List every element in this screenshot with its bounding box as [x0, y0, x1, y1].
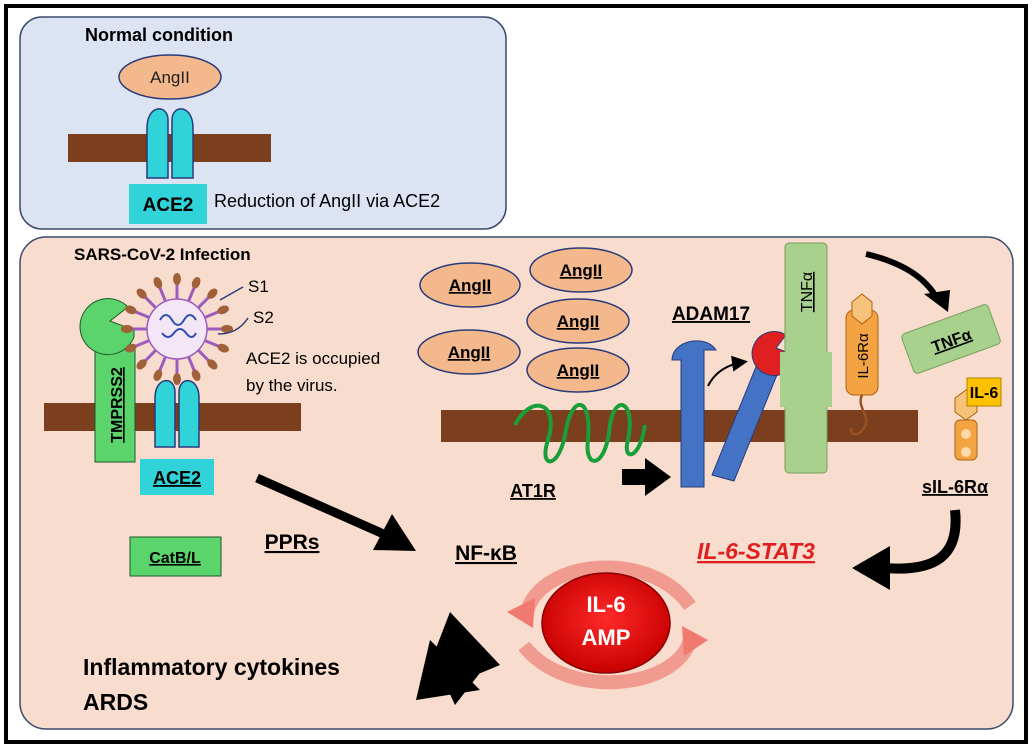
- amp-cycle-top-arc: [520, 560, 696, 615]
- adam17-receptor: [671, 340, 717, 488]
- angii-label-4: AngII: [448, 343, 491, 362]
- virus-spike-tip-5: [153, 369, 163, 381]
- il6-amp-cycle: IL-6 AMP: [507, 560, 708, 690]
- virus-spike-14: [197, 295, 211, 309]
- virus-spike-tip-12: [173, 273, 181, 285]
- amp-label-line2: AMP: [582, 625, 631, 650]
- infection-panel: SARS-CoV-2 Infection TMPRSS2 ACE2 S1 S2 …: [19, 236, 1014, 730]
- amp-label-line1: IL-6: [586, 592, 625, 617]
- arrow-to-soluble-tnfa-head: [924, 290, 950, 312]
- normal-ace2-receptor: [146, 108, 194, 179]
- adam17-curved-arrow: [707, 355, 748, 387]
- virus-spike-1: [204, 339, 221, 348]
- s1-label: S1: [248, 277, 269, 296]
- virus-spike-tip-0: [221, 325, 233, 333]
- virus-spike-10: [143, 295, 157, 309]
- ace2-occupied-line1: ACE2 is occupied: [246, 349, 380, 368]
- amp-cycle-bottom-arc: [518, 637, 697, 690]
- tnfa-soluble: [901, 304, 1001, 374]
- virus-spike-tip-10: [136, 288, 147, 299]
- arrow-ace2-to-nfkb: [255, 473, 416, 551]
- virus-spike-3: [187, 356, 196, 373]
- virus-spike-tip-15: [217, 305, 229, 315]
- il6-amp-ellipse: [541, 572, 671, 674]
- virus-spike-5: [158, 356, 167, 373]
- virus-spike-tip-6: [136, 359, 147, 370]
- il6-box: [966, 377, 1002, 407]
- normal-angii-label: AngII: [150, 68, 190, 87]
- angii-ellipse-2: [529, 247, 633, 293]
- il6-stat3-label: IL-6-STAT3: [697, 538, 815, 564]
- at1r-label: AT1R: [510, 481, 556, 501]
- infection-ace2-receptor: [154, 380, 200, 448]
- il6ra-label: IL-6Rα: [855, 333, 872, 379]
- angii-ellipse-4: [417, 329, 521, 375]
- angii-ellipse-5: [526, 347, 630, 393]
- tmprss2-protein: [94, 347, 136, 463]
- infection-title: SARS-CoV-2 Infection: [74, 245, 251, 264]
- normal-condition-title: Normal condition: [85, 25, 233, 45]
- nfkb-label: NF-κB: [455, 542, 517, 565]
- virus-spike-tip-2: [207, 359, 218, 370]
- angii-label-3: AngII: [557, 312, 600, 331]
- arrow-at1r-to-adam17: [622, 458, 671, 496]
- s2-pointer-line: [217, 317, 249, 335]
- right-membrane: [441, 410, 918, 442]
- virus-spike-13: [187, 285, 196, 302]
- virus-spike-15: [204, 310, 221, 319]
- amp-cycle-top-arrowhead: [507, 598, 535, 628]
- sil6ra-label: sIL-6Rα: [922, 477, 988, 497]
- sars-cov-2-virus: [121, 273, 233, 385]
- tnfa-membrane-label: TNFα: [799, 272, 816, 312]
- arrow-sil6ra-to-stat3: [884, 509, 961, 574]
- normal-caption: Reduction of AngII via ACE2: [214, 191, 440, 211]
- tmprss2-label: TMPRSS2: [109, 367, 126, 443]
- pprs-label: PPRs: [265, 531, 320, 554]
- virus-spike-tip-4: [173, 373, 181, 385]
- virus-spike-tip-11: [153, 277, 163, 289]
- tnfa-membrane-block: [780, 352, 832, 407]
- virus-spike-9: [133, 310, 150, 319]
- catbl-label: CatB/L: [149, 550, 201, 567]
- virus-spike-tip-14: [207, 288, 218, 299]
- virus-spike-7: [133, 339, 150, 348]
- virus-spike-tip-13: [191, 277, 201, 289]
- il6-label: IL-6: [970, 385, 999, 402]
- normal-ace2-box: [129, 184, 207, 224]
- normal-angii: [118, 54, 222, 100]
- angii-label-5: AngII: [557, 361, 600, 380]
- s2-label: S2: [253, 308, 274, 327]
- arrow-to-inflammation: [416, 612, 500, 705]
- angii-ellipse-1: [419, 262, 521, 308]
- virus-spike-tip-3: [191, 369, 201, 381]
- outcome-line1: Inflammatory cytokines: [83, 654, 340, 680]
- normal-membrane: [68, 134, 271, 162]
- virus-spike-6: [143, 349, 157, 363]
- infection-ace2-box: [140, 459, 214, 495]
- angii-ellipse-3: [526, 298, 630, 344]
- angii-label-1: AngII: [449, 276, 492, 295]
- virus-spike-tip-8: [121, 325, 133, 333]
- at1r-receptor: [513, 402, 647, 464]
- virus-spike-2: [197, 349, 211, 363]
- virus-spike-tip-1: [217, 343, 229, 353]
- outcome-line2: ARDS: [83, 689, 148, 715]
- amp-cycle-bottom-arrowhead: [682, 626, 708, 656]
- ace2-occupied-line2: by the virus.: [246, 376, 338, 395]
- arrow-sil6ra-to-stat3-head: [852, 546, 890, 590]
- catbl-box: [129, 536, 222, 577]
- tmprss2-pacman: [79, 298, 135, 356]
- virus-spike-tip-9: [125, 305, 137, 315]
- infection-ace2-label: ACE2: [153, 468, 201, 488]
- s1-pointer-line: [219, 286, 244, 301]
- normal-condition-panel: Normal condition AngII ACE2 Reduction of…: [19, 16, 507, 230]
- il6ra-membrane-receptor: [845, 293, 879, 436]
- adam17-label: ADAM17: [672, 304, 750, 325]
- angii-label-2: AngII: [560, 261, 603, 280]
- virus-spike-tip-7: [125, 343, 137, 353]
- virus-spike-11: [158, 285, 167, 302]
- angii-cluster: AngII AngII AngII AngII AngII: [417, 247, 633, 393]
- normal-ace2-label: ACE2: [143, 195, 194, 216]
